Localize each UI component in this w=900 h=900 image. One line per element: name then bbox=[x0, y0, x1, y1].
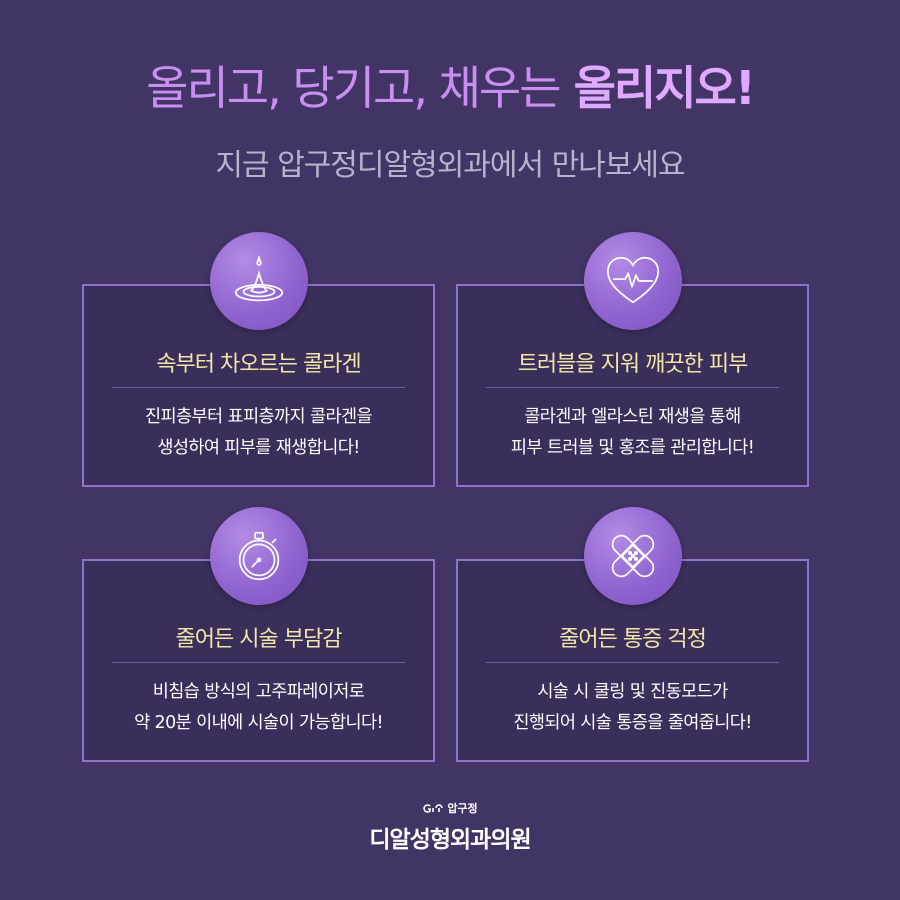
heart-pulse-icon bbox=[584, 232, 682, 330]
card-divider bbox=[112, 662, 405, 663]
card-description: 시술 시 쿨링 및 진동모드가 진행되어 시술 통증을 줄여줍니다! bbox=[513, 682, 752, 733]
headline-light: 올리고, 당기고, 채우는 bbox=[146, 61, 561, 115]
card-description: 진피층부터 표피층까지 콜라겐을 생성하여 피부를 재생합니다! bbox=[145, 407, 373, 458]
subheadline: 지금 압구정디알형외과에서 만나보세요 bbox=[215, 148, 685, 183]
brand-sub: 압구정 bbox=[0, 800, 900, 816]
card-divider bbox=[112, 387, 405, 388]
bandage-icon bbox=[584, 507, 682, 605]
card-description: 비침습 방식의 고주파레이저로 약 20분 이내에 시술이 가능합니다! bbox=[134, 682, 383, 733]
card-divider bbox=[486, 662, 779, 663]
brand-name: 디알성형외과의원 bbox=[369, 827, 531, 853]
card-divider bbox=[486, 387, 779, 388]
water-drop-ripple-icon bbox=[210, 232, 308, 330]
card-title: 트러블을 지워 깨끗한 피부 bbox=[517, 352, 749, 377]
brand-mark-icon bbox=[423, 803, 444, 813]
stopwatch-icon bbox=[210, 507, 308, 605]
card-title: 줄어든 시술 부담감 bbox=[175, 627, 343, 652]
brand-logo: 압구정 디알성형외과의원 bbox=[0, 800, 900, 854]
card-description: 콜라겐과 엘라스틴 재생을 통해 피부 트러블 및 홍조를 관리합니다! bbox=[510, 407, 755, 458]
card-title: 속부터 차오르는 콜라겐 bbox=[156, 352, 361, 377]
headline: 올리고, 당기고, 채우는 올리지오! bbox=[0, 52, 900, 118]
headline-strong: 올리지오! bbox=[573, 61, 756, 115]
card-title: 줄어든 통증 걱정 bbox=[559, 627, 707, 652]
feature-card-pain: 줄어든 통증 걱정 시술 시 쿨링 및 진동모드가 진행되어 시술 통증을 줄여… bbox=[456, 559, 809, 762]
